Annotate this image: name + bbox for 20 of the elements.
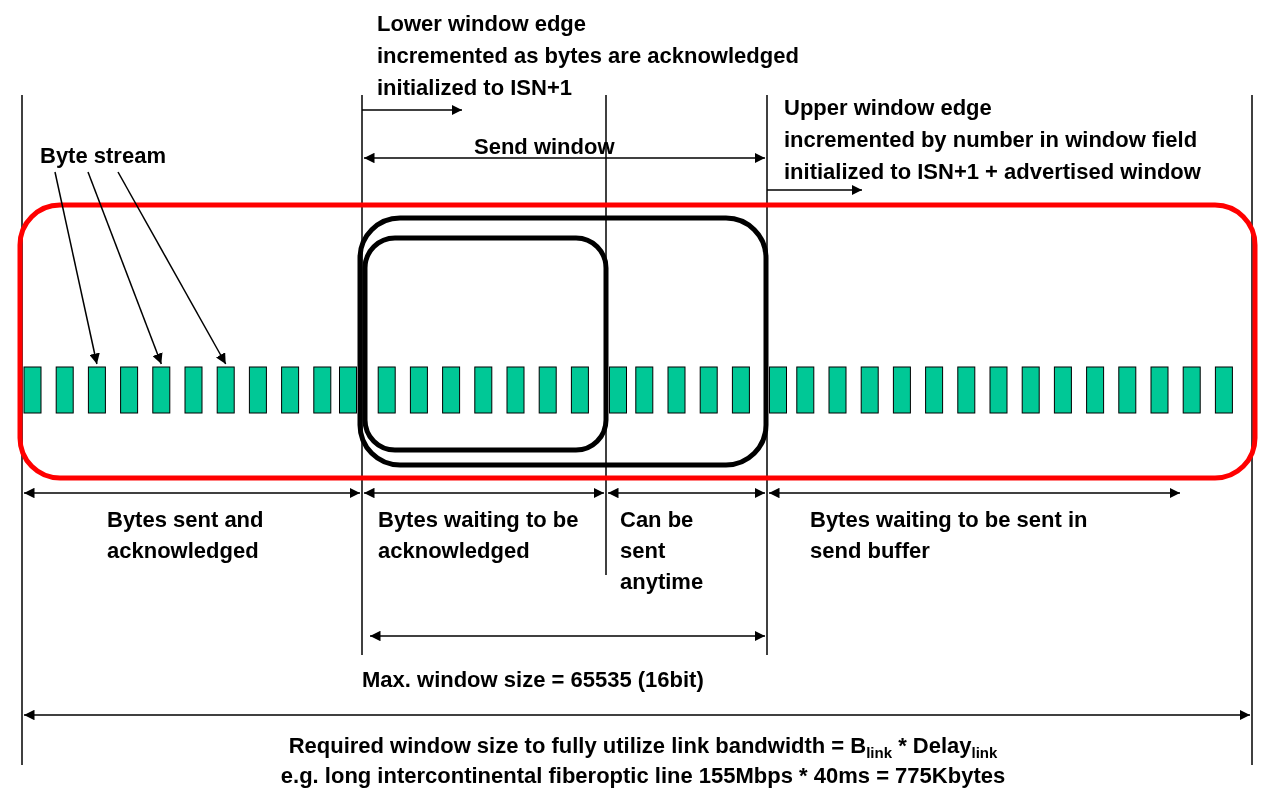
annotation-text: Bytes sent and acknowledged [107, 506, 265, 565]
byte-stream-label: Byte stream [40, 140, 166, 171]
annotation-text: e.g. long intercontinental fiberoptic line 155Mbps * 40ms = 775Kbytes [280, 762, 1006, 790]
leader-arrow [87, 171, 163, 365]
annotation-text: Max. window size = 65535 (16bit) [362, 666, 704, 694]
byte-block [216, 366, 235, 414]
annotation-text: Bytes waiting to be sent in send buffer [810, 506, 1089, 565]
annotation-text: Lower window edge [377, 10, 586, 38]
annotation-text: Required window size to fully utilize link bandwidth = B$_{link}$ * Delay$_{link}$ [288, 732, 998, 761]
leader-arrow [54, 171, 100, 365]
annotation-text: Bytes waiting to be acknowledged [378, 506, 580, 565]
byte-block [87, 366, 106, 414]
annotation-text: incremented by number in window field [784, 126, 1198, 154]
annotation-text: incremented as bytes are acknowledged [377, 42, 799, 70]
annotation-text: initialized to ISN+1 + advertised window [784, 158, 1201, 186]
annotation-text: Can be sent anytime [620, 506, 705, 596]
byte-block [152, 366, 171, 414]
annotation-text: initialized to ISN+1 [377, 74, 572, 102]
leader-arrow [117, 171, 227, 365]
annotation-text: Upper window edge [784, 94, 992, 122]
